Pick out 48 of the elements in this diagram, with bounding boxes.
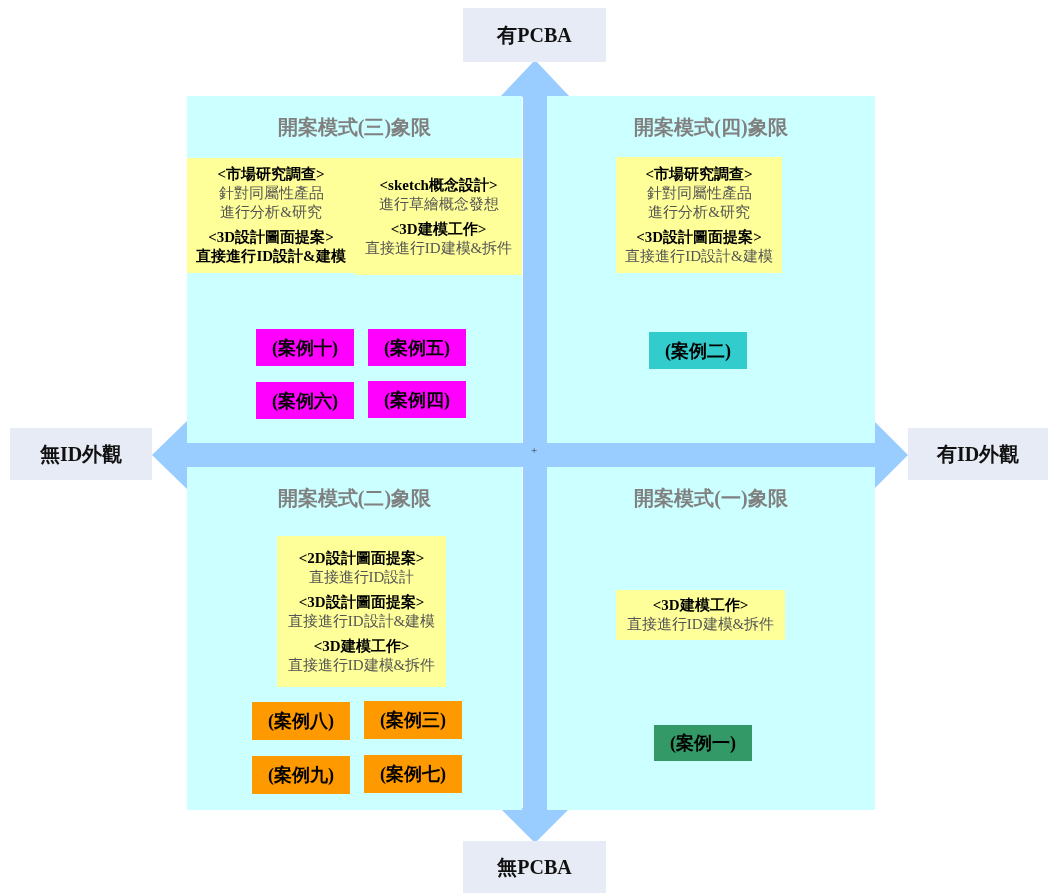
- quadrant-panel: [547, 467, 875, 810]
- note-box: [277, 536, 446, 687]
- note-heading: <3D建模工作>: [390, 219, 487, 239]
- note-heading: <2D設計圖面提案>: [298, 548, 425, 568]
- case-tag: (案例三): [364, 701, 462, 739]
- note-text: 進行草繪概念發想: [378, 194, 499, 214]
- quadrant-heading: 開案模式(三)象限: [276, 115, 433, 141]
- case-tag: (案例七): [364, 755, 462, 793]
- quadrant-panel: [187, 96, 522, 443]
- case-tag: (案例二): [649, 332, 747, 369]
- center-mark: +: [531, 444, 538, 456]
- note-box: [616, 590, 785, 640]
- case-tag: (案例一): [654, 725, 752, 761]
- note-text: 直接進行ID設計&建模: [625, 246, 773, 266]
- note-text: 直接進行ID建模&拆件: [364, 238, 513, 258]
- note-text: 直接進行ID建模&拆件: [626, 615, 775, 634]
- quadrant-heading: 開案模式(二)象限: [276, 486, 433, 512]
- note-text: 直接進行ID設計: [308, 567, 415, 587]
- axis-label: 無PCBA: [463, 841, 606, 893]
- note-heading: <3D設計圖面提案>: [298, 592, 425, 612]
- note-heading: <市場研究調查>: [645, 164, 753, 184]
- note-text: 直接進行ID設計&建模: [287, 611, 436, 631]
- note-heading: <3D建模工作>: [652, 596, 749, 615]
- case-tag: (案例四): [368, 381, 466, 418]
- note-text: 直接進行ID設計&建模: [196, 247, 346, 266]
- axis-label: 有PCBA: [463, 8, 606, 62]
- quadrant-panel: [187, 467, 522, 810]
- case-tag: (案例九): [252, 756, 350, 794]
- quadrant-panel: [547, 96, 875, 443]
- case-tag: (案例八): [252, 702, 350, 740]
- note-heading: <3D設計圖面提案>: [208, 228, 334, 247]
- axis-label: 有ID外觀: [908, 428, 1048, 480]
- case-tag: (案例十): [256, 329, 354, 366]
- note-box: [187, 158, 355, 273]
- note-box: [355, 158, 522, 275]
- note-text: 針對同屬性產品進行分析&研究: [217, 184, 325, 222]
- quadrant-heading: 開案模式(四)象限: [633, 115, 789, 140]
- note-box: [616, 157, 782, 273]
- note-heading: <市場研究調查>: [217, 165, 325, 184]
- note-heading: <sketch概念設計>: [379, 175, 498, 195]
- note-text: 針對同屬性產品進行分析&研究: [645, 183, 753, 222]
- note-text: 直接進行ID建模&拆件: [287, 655, 436, 675]
- axis-label: 無ID外觀: [10, 428, 152, 480]
- case-tag: (案例五): [368, 329, 466, 366]
- note-heading: <3D設計圖面提案>: [636, 227, 762, 247]
- case-tag: (案例六): [256, 382, 354, 419]
- note-heading: <3D建模工作>: [313, 636, 410, 656]
- quadrant-heading: 開案模式(一)象限: [633, 486, 789, 511]
